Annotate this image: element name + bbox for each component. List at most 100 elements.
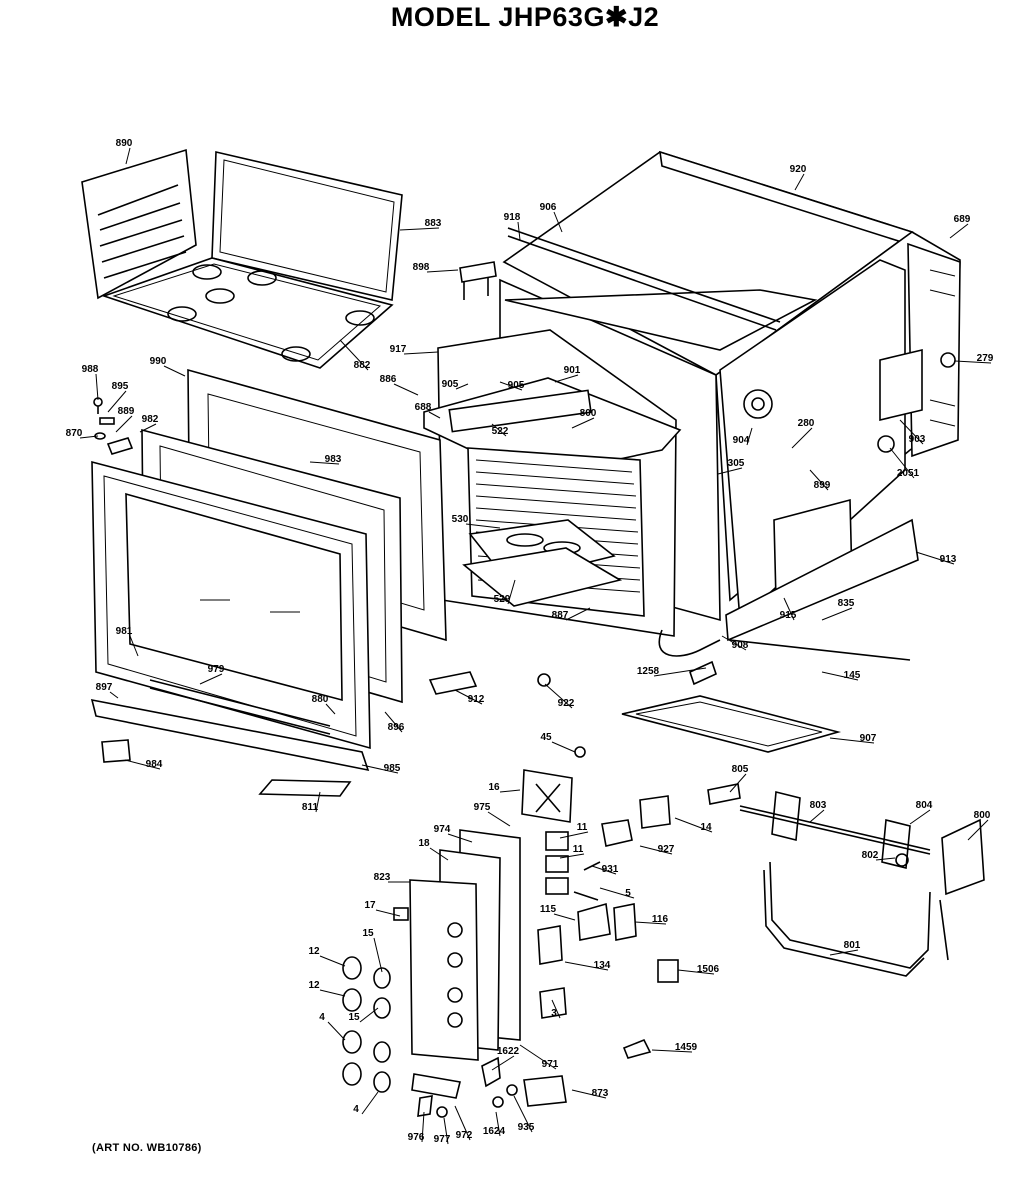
part-number-label: 917 (390, 344, 407, 355)
callout-leader-line (653, 667, 707, 677)
part-number-label: 906 (540, 202, 557, 213)
control-knobs (342, 956, 391, 1093)
part-number-label: 279 (977, 353, 994, 364)
part-number-label: 905 (508, 380, 525, 391)
callout-leader-line (829, 949, 859, 956)
callout-leader-line (967, 819, 989, 841)
callout-leader-line (359, 1007, 379, 1023)
oven-liner (423, 329, 721, 657)
callout-leader-line (915, 551, 955, 565)
callout-leader-line (361, 764, 399, 774)
callout-leader-line (571, 417, 595, 429)
part-number-label: 896 (388, 722, 405, 733)
callout-leader-line (634, 921, 667, 925)
part-number-label: 895 (112, 381, 129, 392)
part-number-label: 1459 (675, 1042, 698, 1053)
callout-leader-line (125, 147, 131, 165)
callout-leader-line (721, 635, 747, 651)
part-number-label: 901 (564, 365, 581, 376)
part-number-label: 1624 (483, 1126, 506, 1137)
part-number-label: 811 (302, 802, 319, 813)
callout-leader-line (421, 1111, 425, 1143)
callout-leader-line (428, 411, 441, 419)
part-number-label: 804 (916, 800, 933, 811)
callout-leader-line (124, 759, 161, 770)
callout-leader-line (554, 374, 579, 383)
callout-leader-line (551, 999, 561, 1019)
part-number-label: 880 (312, 694, 329, 705)
part-number-label: 4 (319, 1012, 325, 1023)
part-number-label: 145 (844, 670, 861, 681)
part-number-label: 14 (700, 822, 712, 833)
part-number-label: 2051 (897, 468, 920, 479)
part-number-label: 915 (780, 610, 797, 621)
callout-leader-line (729, 773, 747, 793)
callout-leader-line (599, 887, 635, 899)
part-number-label: 305 (728, 458, 745, 469)
part-number-label: 873 (592, 1088, 609, 1099)
callout-leader-line (544, 683, 573, 709)
part-number-label: 935 (518, 1122, 535, 1133)
control-panel-assembly (393, 746, 586, 1061)
callout-leader-line (559, 831, 589, 839)
part-number-label: 15 (348, 1012, 360, 1023)
part-number-label: 982 (142, 414, 159, 425)
callout-leader-line (115, 415, 133, 433)
callout-leader-line (399, 227, 440, 231)
callout-leader-line (361, 1091, 379, 1115)
switch-components (411, 795, 679, 1118)
callout-leader-line (821, 607, 853, 621)
part-number-label: 689 (954, 214, 971, 225)
callout-leader-line (559, 853, 585, 859)
part-number-label: 903 (909, 434, 926, 445)
part-number-label: 889 (118, 406, 135, 417)
callout-leader-line (455, 383, 469, 390)
part-number-label: 897 (96, 682, 113, 693)
callout-leader-line (319, 955, 346, 967)
rotisserie-assembly (707, 783, 985, 977)
callout-leader-line (519, 1044, 557, 1070)
callout-leader-line (199, 673, 223, 685)
part-number-label: 918 (504, 212, 521, 223)
part-number-label: 12 (308, 946, 320, 957)
callout-leader-line (384, 711, 403, 733)
callout-leader-line (875, 857, 896, 861)
part-number-label: 931 (602, 864, 619, 875)
callout-leader-line (551, 741, 576, 753)
part-number-label: 280 (798, 418, 815, 429)
callout-leader-line (319, 989, 346, 997)
part-number-label: 870 (66, 428, 83, 439)
part-number-label: 18 (418, 838, 430, 849)
part-number-label: 134 (594, 960, 611, 971)
callout-leader-line (809, 809, 825, 823)
callout-leader-line (403, 351, 439, 355)
broiler-pan (621, 660, 842, 753)
callout-leader-line (139, 423, 157, 433)
part-number-label: 16 (488, 782, 500, 793)
part-number-label: 802 (862, 850, 879, 861)
part-number-label: 882 (354, 360, 371, 371)
part-number-label: 905 (442, 379, 459, 390)
callout-leader-line (491, 1055, 515, 1071)
part-number-label: 983 (325, 454, 342, 465)
part-number-label: 890 (116, 138, 133, 149)
callout-leader-line (909, 809, 931, 825)
callout-leader-line (809, 469, 829, 491)
part-number-label: 1258 (637, 666, 660, 677)
callout-leader-line (717, 467, 743, 475)
callout-leader-line (373, 937, 383, 973)
part-number-label: 800 (580, 408, 597, 419)
part-number-label: 971 (542, 1059, 559, 1070)
part-number-label: 904 (733, 435, 750, 446)
part-number-label: 12 (308, 980, 320, 991)
callout-leader-line (513, 1095, 533, 1133)
part-number-label: 835 (838, 598, 855, 609)
part-number-label: 530 (452, 514, 469, 525)
callout-leader-line (327, 1021, 346, 1041)
part-number-label: 990 (150, 356, 167, 367)
callout-leader-line (791, 427, 813, 449)
callout-leader-line (517, 221, 521, 241)
callout-leader-line (899, 419, 924, 445)
callout-leader-line (95, 373, 99, 401)
part-number-label: 17 (364, 900, 376, 911)
